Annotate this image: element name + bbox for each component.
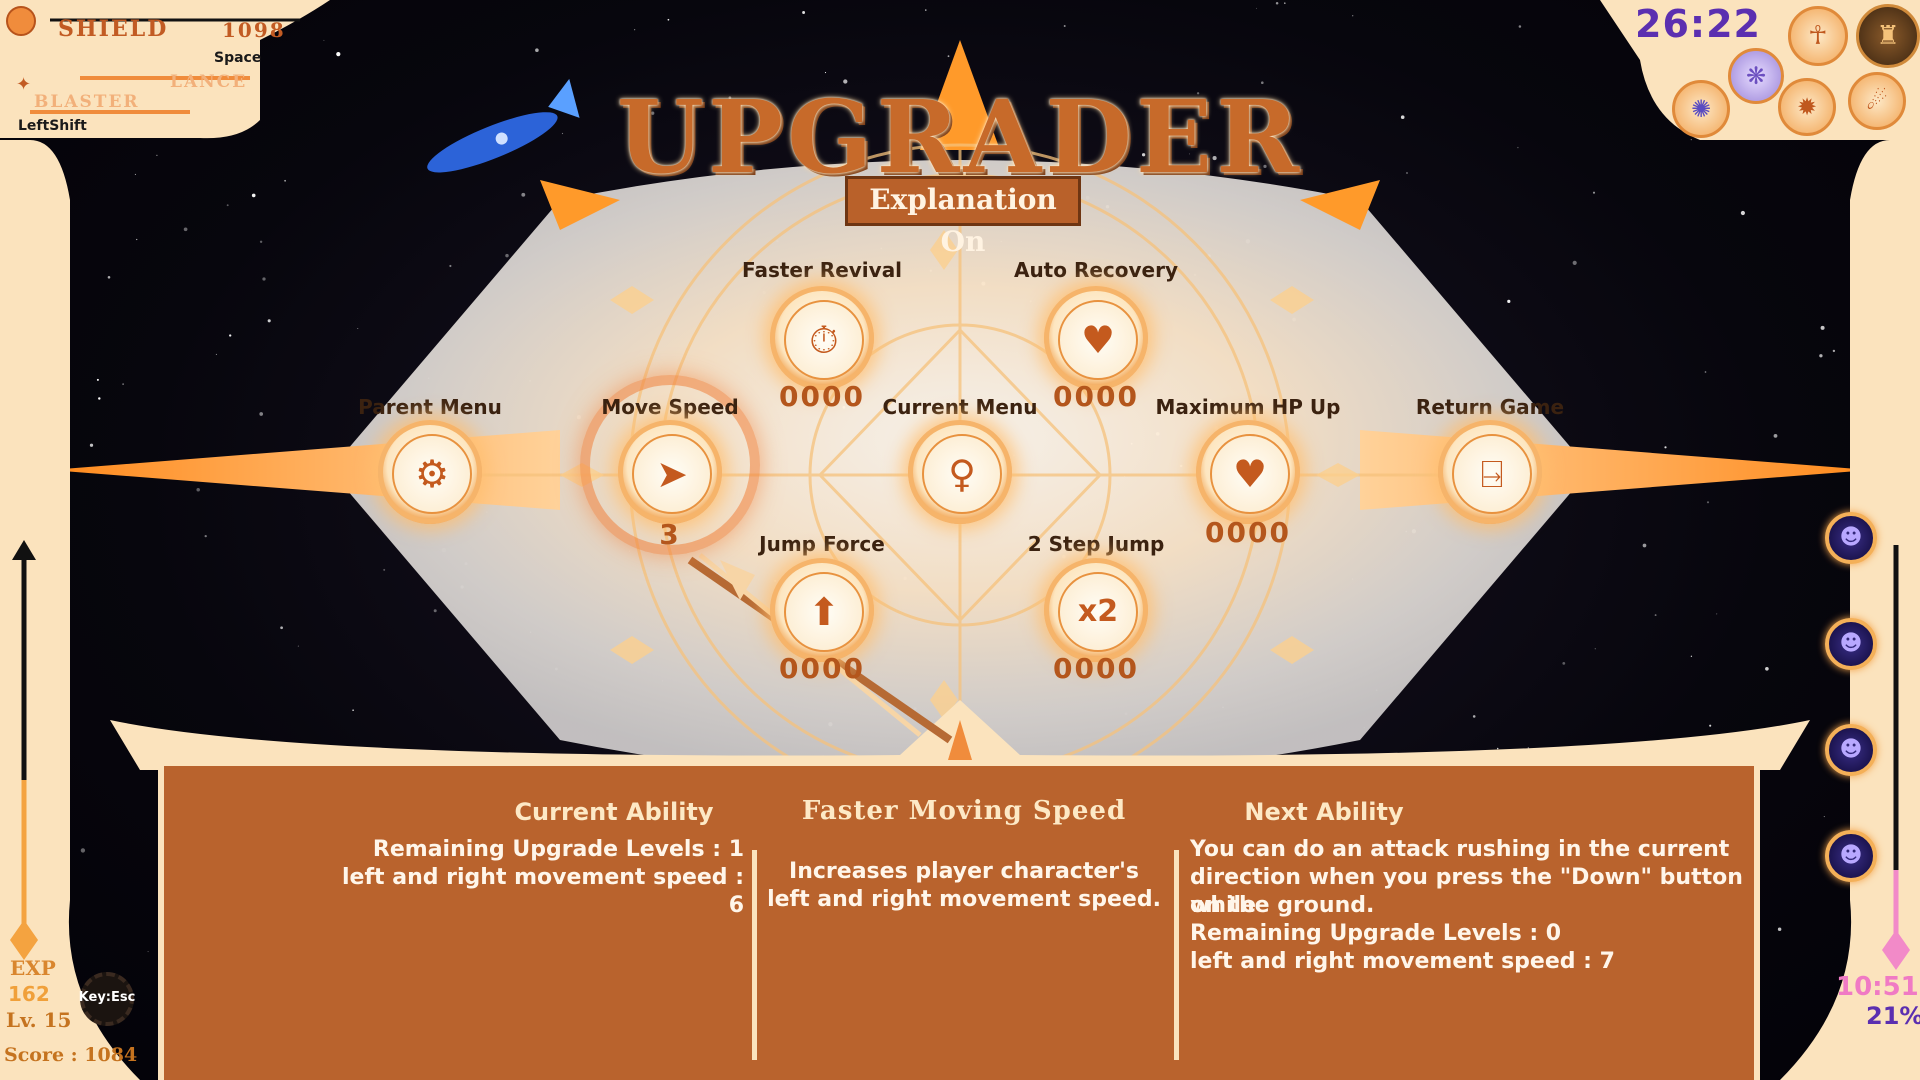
move-speed-level: 3 [659,518,681,551]
blaster-label: BLASTER [34,92,140,112]
jump-force-label: Jump Force [759,532,885,556]
enemy-face-icon: ☻ [1839,737,1863,762]
column-divider-right [1174,850,1179,1060]
game-timer: 26:22 [1635,2,1761,46]
return-game-node[interactable]: ⍈ [1438,420,1542,524]
shield-value: 1098 [222,18,286,42]
gear-icon [80,972,134,1026]
space-key-label: Space [214,50,262,66]
parent-menu-node[interactable]: ⚙ [378,420,482,524]
back-character-icon: ⚙ [414,452,450,496]
jump-force-level: 0000 [779,652,865,685]
enemy-face-icon: ☻ [1839,631,1863,656]
player-level: Lv. 15 [6,1008,72,1032]
next-ability-line-4: Remaining Upgrade Levels : 0 [1190,921,1562,946]
ability-slot-6-icon[interactable]: ☄ [1848,72,1906,130]
blaster-icon: ✦ [16,74,32,95]
shield-icon [6,6,36,36]
current-ability-title: Current Ability [514,798,714,826]
two-step-jump-label: 2 Step Jump [1027,532,1165,556]
hp-heart-plus-icon: ♥ [1232,452,1268,496]
two-step-jump-node[interactable]: x2 [1044,558,1148,662]
current-menu-node[interactable]: ♀ [908,420,1012,524]
maximum-hp-up-label: Maximum HP Up [1155,395,1341,419]
shield-label: SHIELD [58,16,169,42]
ability-info-panel: Current Ability Remaining Upgrade Levels… [158,760,1760,1080]
column-divider-left [752,850,757,1060]
current-menu-label: Current Menu [882,395,1038,419]
lance-label: LANCE [170,72,248,92]
ability-slot-1-icon[interactable]: ☥ [1788,6,1848,66]
settings-key-label: Key:Esc [78,990,136,1005]
faster-revival-label: Faster Revival [741,258,903,282]
return-game-label: Return Game [1415,395,1565,419]
auto-recovery-node[interactable]: ♥ [1044,286,1148,390]
current-ability-line-1: Remaining Upgrade Levels : 1 [372,837,744,862]
double-jump-icon: x2 [1077,594,1119,629]
speed-arrow-icon: ➤ [656,452,688,496]
up-arrow-icon: ⬆ [808,590,840,634]
exp-value: 162 [8,982,50,1006]
move-speed-node[interactable]: ➤ [618,420,722,524]
maximum-hp-up-level: 0000 [1205,516,1291,549]
ability-slot-3-icon[interactable]: ❋ [1728,48,1784,104]
weapon-panel: SHIELD 1098 Space LANCE ✦ BLASTER LeftSh… [0,0,360,140]
enemy-face-icon: ☻ [1839,843,1863,868]
right-time-display: 10:51 [1836,972,1919,1002]
ability-name: Faster Moving Speed [801,796,1127,826]
maximum-hp-up-node[interactable]: ♥ [1196,420,1300,524]
stopwatch-icon: ⏱ [809,318,839,362]
hp-heart-icon: ♥ [1080,318,1116,362]
auto-recovery-level: 0000 [1053,380,1139,413]
jump-force-node[interactable]: ⬆ [770,558,874,662]
current-ability-line-2: left and right movement speed : 6 [342,865,744,918]
explanation-toggle[interactable]: Explanation On [845,176,1081,258]
enemy-slot-3: ☻ [1825,724,1877,776]
settings-button[interactable]: Key:Esc [74,972,140,1028]
enemy-slot-4: ☻ [1825,830,1877,882]
enemy-face-icon: ☻ [1839,525,1863,550]
next-ability-line-2: direction when you press the "Down" butt… [1190,865,1743,918]
move-speed-label: Move Speed [601,395,739,419]
next-ability-title: Next Ability [1244,798,1404,826]
ability-description-line-2: left and right movement speed. [767,887,1161,912]
ability-description-line-1: Increases player character's [789,859,1139,884]
character-icon: ♀ [948,452,976,496]
faster-revival-level: 0000 [779,380,865,413]
next-ability-line-3: on the ground. [1190,893,1375,918]
auto-recovery-label: Auto Recovery [1013,258,1179,282]
parent-menu-label: Parent Menu [358,395,502,419]
ability-slot-4-icon[interactable]: ✺ [1672,80,1730,138]
score-display: Score : 1084 [4,1044,138,1066]
exit-door-icon: ⍈ [1480,452,1504,496]
enemy-slot-1: ☻ [1825,512,1877,564]
ability-slot-2-icon[interactable]: ♜ [1856,4,1920,68]
next-ability-line-1: You can do an attack rushing in the curr… [1190,837,1730,862]
faster-revival-node[interactable]: ⏱ [770,286,874,390]
upgrader-title: UPGRADER [616,78,1304,196]
next-ability-line-5: left and right movement speed : 7 [1190,949,1615,974]
selection-ring [580,375,760,555]
exp-label: EXP [10,956,56,980]
two-step-jump-level: 0000 [1053,652,1139,685]
enemy-slot-2: ☻ [1825,618,1877,670]
leftshift-key-label: LeftShift [18,118,87,134]
right-percent-display: 21% [1866,1002,1920,1030]
ability-slot-5-icon[interactable]: ✹ [1778,78,1836,136]
